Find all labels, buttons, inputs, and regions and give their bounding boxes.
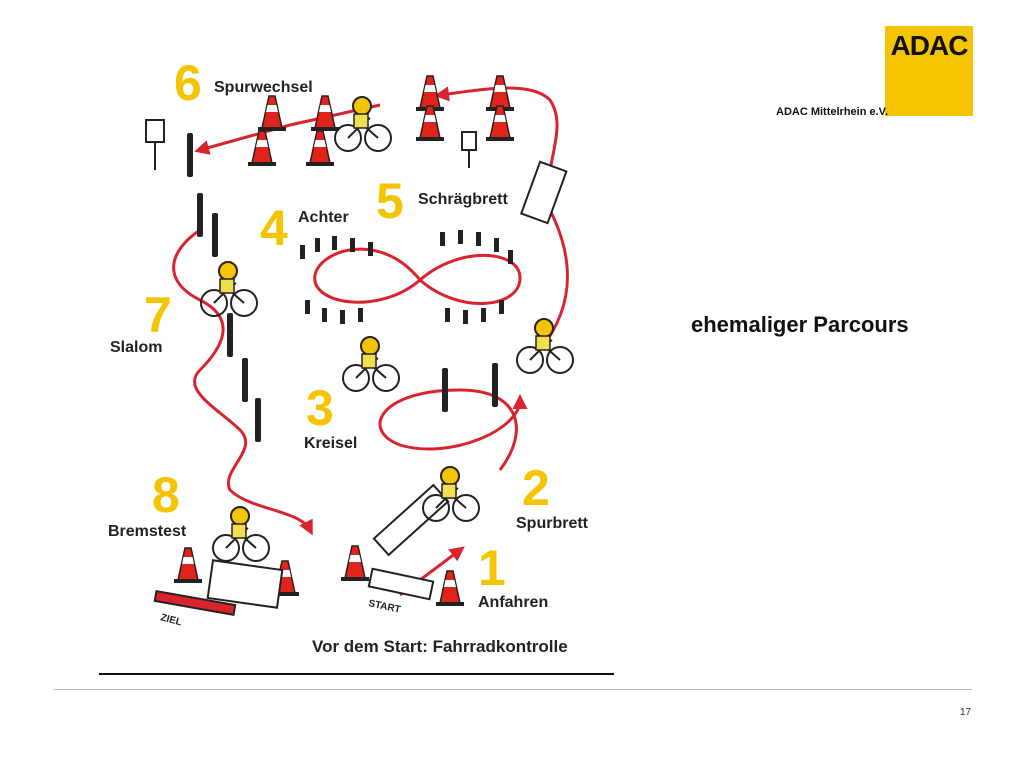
svg-text:2: 2 [522, 460, 550, 516]
svg-text:Spurbrett: Spurbrett [516, 515, 589, 532]
svg-text:Kreisel: Kreisel [304, 435, 357, 452]
signs [145, 119, 477, 170]
svg-text:Bremstest: Bremstest [108, 523, 187, 540]
station-6: 6 Spurwechsel [174, 55, 313, 111]
svg-text:Achter: Achter [298, 209, 349, 226]
station-4: 4 Achter [260, 200, 349, 256]
svg-text:3: 3 [306, 380, 334, 436]
svg-text:Schrägbrett: Schrägbrett [418, 191, 508, 208]
org-name: ADAC Mittelrhein e.V. [776, 106, 889, 118]
svg-text:Slalom: Slalom [110, 339, 162, 356]
footer-divider [54, 689, 972, 690]
slide-caption: ehemaliger Parcours [691, 312, 909, 337]
station-7: 7 Slalom [110, 287, 172, 356]
cyclists [200, 96, 574, 562]
start-label: START [367, 598, 401, 616]
station-2: 2 Spurbrett [516, 460, 589, 532]
cones [173, 75, 515, 607]
station-1: 1 Anfahren [478, 540, 548, 611]
station-5: 5 Schrägbrett [376, 173, 508, 229]
svg-text:5: 5 [376, 173, 404, 229]
figure-eight-path [313, 247, 522, 305]
svg-text:Spurwechsel: Spurwechsel [214, 79, 313, 96]
svg-text:7: 7 [144, 287, 172, 343]
svg-text:Anfahren: Anfahren [478, 594, 548, 611]
parcours-illustration: 6 Spurwechsel 4 Achter 5 Schrägbrett 7 S… [108, 55, 589, 656]
adac-logo: ADAC [885, 26, 973, 116]
finish-label: ZIEL [159, 612, 183, 628]
svg-text:6: 6 [174, 55, 202, 111]
svg-text:8: 8 [152, 467, 180, 523]
footer-note: Vor dem Start: Fahrradkontrolle [312, 637, 568, 656]
station-3: 3 Kreisel [304, 380, 357, 452]
course-path [172, 86, 569, 597]
svg-text:4: 4 [260, 200, 288, 256]
boards [153, 160, 568, 617]
illustration-underline [99, 673, 614, 675]
svg-text:1: 1 [478, 540, 506, 596]
logo-text: ADAC [890, 30, 969, 61]
figure-eight-poles [300, 230, 513, 324]
page-number: 17 [960, 707, 972, 718]
station-8: 8 Bremstest [108, 467, 187, 540]
